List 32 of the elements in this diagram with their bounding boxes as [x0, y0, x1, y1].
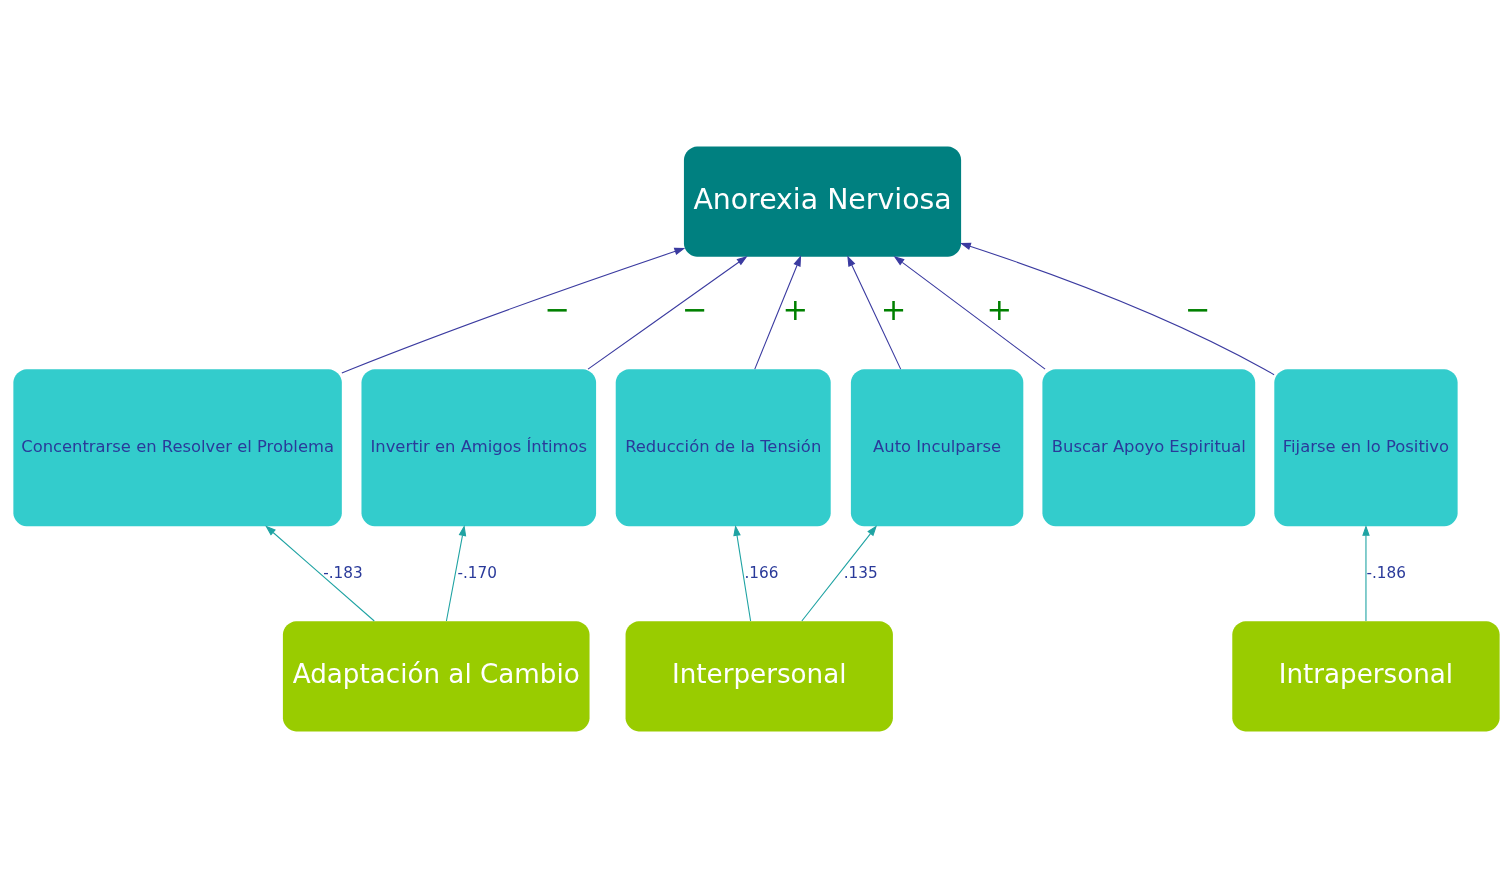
arrow — [753, 255, 801, 370]
arrow — [340, 247, 685, 374]
arrow — [264, 525, 375, 622]
node-box: Auto Inculparse — [850, 369, 1023, 527]
node-box: Adaptación al Cambio — [282, 621, 590, 732]
node-box: Concentrarse en Resolver el Problema — [12, 369, 342, 527]
node-box: Buscar Apoyo Espiritual — [1041, 369, 1255, 527]
arrow — [445, 524, 466, 622]
node-box: Fijarse en lo Positivo — [1273, 369, 1458, 527]
arrow — [846, 255, 901, 370]
edge-label: − — [544, 292, 570, 328]
edge-label: − — [681, 292, 708, 328]
edge-label: + — [781, 292, 808, 328]
edge-label: -.183 — [322, 563, 363, 582]
arrow — [893, 255, 1046, 370]
edge-label: -.170 — [456, 563, 497, 582]
edge-label: .166 — [743, 563, 778, 582]
arrow — [1361, 524, 1370, 622]
arrow — [732, 524, 751, 622]
edge-label: − — [1184, 292, 1211, 328]
node-box: Interpersonal — [625, 621, 893, 732]
arrow — [586, 255, 748, 370]
edge-label: .135 — [843, 563, 878, 582]
edge-label: + — [880, 292, 906, 328]
node-box: Anorexia Nerviosa — [683, 146, 961, 257]
arrow — [800, 525, 877, 622]
arrow — [959, 242, 1275, 376]
node-box: Invertir en Amigos Íntimos — [360, 369, 596, 527]
edge-label: -.186 — [1365, 563, 1406, 582]
edge-label: + — [986, 292, 1012, 328]
node-box: Reducción de la Tensión — [615, 369, 831, 527]
node-box: Intrapersonal — [1231, 621, 1500, 732]
